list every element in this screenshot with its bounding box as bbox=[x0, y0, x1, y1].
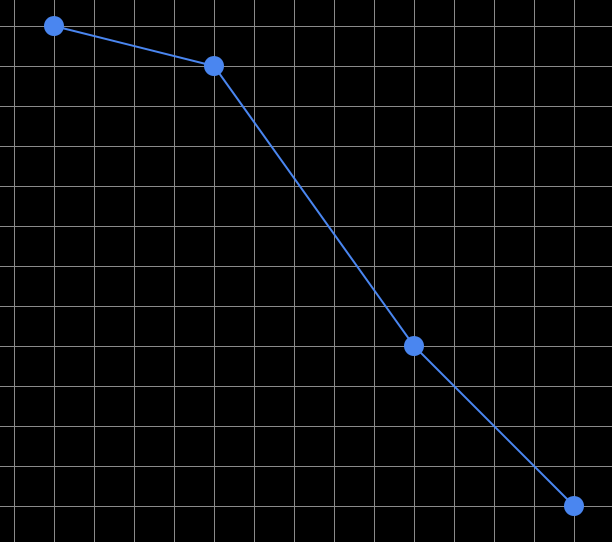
data-point-2 bbox=[204, 56, 224, 76]
data-point-3 bbox=[404, 336, 424, 356]
series-group bbox=[44, 16, 584, 516]
data-point-1 bbox=[44, 16, 64, 36]
data-point-4 bbox=[564, 496, 584, 516]
series-line bbox=[53, 25, 575, 507]
